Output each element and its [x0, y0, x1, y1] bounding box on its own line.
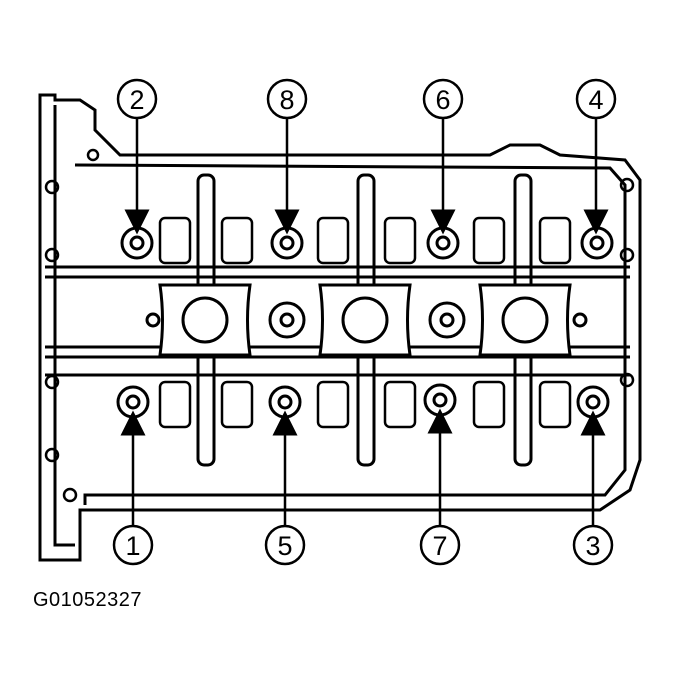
callout-1: 1 — [112, 524, 154, 566]
svg-text:7: 7 — [432, 531, 447, 561]
callout-6: 6 — [422, 78, 464, 120]
leader-arrows — [120, 118, 609, 527]
callout-3: 3 — [572, 524, 614, 566]
callout-4: 4 — [575, 78, 617, 120]
callout-2: 2 — [116, 78, 158, 120]
svg-text:5: 5 — [277, 531, 292, 561]
svg-text:6: 6 — [435, 85, 450, 115]
mounting-holes — [44, 148, 635, 503]
svg-text:1: 1 — [125, 531, 140, 561]
center-bosses — [145, 301, 588, 339]
cam-journals — [158, 283, 572, 357]
figure-id: G01052327 — [33, 589, 143, 611]
valve-springs-lower — [158, 380, 572, 429]
svg-text:4: 4 — [588, 85, 603, 115]
valve-springs-upper — [158, 216, 572, 265]
callout-8: 8 — [266, 78, 308, 120]
svg-text:3: 3 — [585, 531, 600, 561]
callout-5: 5 — [264, 524, 306, 566]
svg-text:2: 2 — [129, 85, 144, 115]
svg-text:8: 8 — [279, 85, 294, 115]
callout-7: 7 — [419, 524, 461, 566]
